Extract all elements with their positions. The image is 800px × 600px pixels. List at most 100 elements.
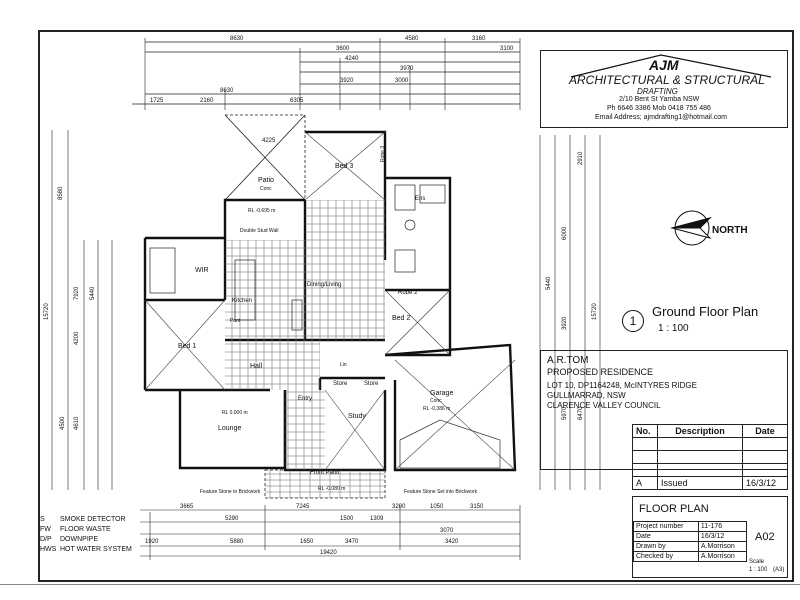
drawing-sheet-border bbox=[38, 30, 794, 582]
dim-right-9: 15720 bbox=[592, 303, 598, 320]
table-row: A Issued 16/3/12 bbox=[632, 476, 788, 490]
room-front-patio: Front Patio bbox=[310, 470, 340, 476]
firm-address: 2/10 Bent St Yamba NSW bbox=[619, 96, 700, 103]
drawn-label: Drawn by bbox=[633, 541, 699, 552]
room-pantry: Pant bbox=[230, 318, 241, 324]
dim-top-19: 6305 bbox=[290, 98, 304, 104]
dim-bottom-16: 3420 bbox=[445, 539, 459, 545]
room-front-rl: RL -0.080 m bbox=[318, 486, 345, 492]
tiled-floor-kitchen bbox=[225, 240, 305, 340]
dim-left-2: 4200 bbox=[74, 331, 80, 345]
dim-top-2: 3160 bbox=[472, 36, 486, 42]
date-label: Date bbox=[633, 531, 699, 542]
dim-bottom-5: 5290 bbox=[225, 516, 239, 522]
firm-phone: Ph 6646 3386 Mob 0418 755 486 bbox=[607, 105, 711, 112]
room-robe3: Robe 3 bbox=[380, 146, 386, 162]
room-wir: WIR bbox=[195, 267, 209, 274]
client-name: A.R.TOM bbox=[547, 355, 589, 366]
checked-value: A.Morrison bbox=[697, 551, 748, 562]
dim-bottom-15: 3470 bbox=[345, 539, 359, 545]
project-number-label: Project number bbox=[633, 521, 699, 532]
dim-bottom-4: 3150 bbox=[470, 504, 484, 510]
dim-bottom-2: 3200 bbox=[392, 504, 406, 510]
dim-top-1: 4580 bbox=[405, 36, 419, 42]
rev-header-date: Date bbox=[742, 424, 788, 438]
north-label: NORTH bbox=[712, 225, 748, 236]
room-bed3: Bed 3 bbox=[335, 163, 353, 170]
room-study: Study bbox=[348, 413, 366, 420]
dim-bottom-12: 1920 bbox=[145, 539, 159, 545]
tiled-floor-hall bbox=[225, 340, 320, 390]
drawn-value: A.Morrison bbox=[697, 541, 748, 552]
client-lot: LOT 10, DP1164248, McINTYRES RIDGE bbox=[547, 381, 697, 390]
dim-left-6: 4500 bbox=[60, 416, 66, 430]
dim-top-20: 4225 bbox=[262, 138, 276, 144]
client-locality: GULLMARRAD, NSW bbox=[547, 391, 626, 400]
firm-email: Email Address; ajmdrafting1@hotmail.com bbox=[595, 114, 727, 121]
date-value: 16/3/12 bbox=[697, 531, 748, 542]
sheet-title: FLOOR PLAN bbox=[639, 503, 709, 515]
dim-bottom-1: 7245 bbox=[296, 504, 310, 510]
room-ens: Ens bbox=[415, 196, 425, 202]
dim-bottom-7: 1500 bbox=[340, 516, 354, 522]
scale-label: Scale bbox=[749, 559, 765, 565]
firm-roof-logo-icon bbox=[570, 54, 772, 78]
dim-top-4: 3600 bbox=[336, 46, 350, 52]
dim-top-15: 1725 bbox=[150, 98, 164, 104]
revision-table: No. Description Date A Issued 16/3/12 bbox=[632, 424, 788, 490]
firm-name: AJM bbox=[649, 57, 679, 73]
dim-top-3: 3100 bbox=[500, 46, 514, 52]
tiled-floor-living bbox=[305, 200, 385, 340]
feature-note-1: Feature Stone to Brickwork bbox=[200, 489, 261, 495]
dim-right-4: 5440 bbox=[546, 276, 552, 290]
north-arrow-icon bbox=[670, 210, 712, 246]
room-robe2: Robe 2 bbox=[398, 290, 418, 296]
room-bed1: Bed 1 bbox=[178, 343, 196, 350]
sheet-size: (A3) bbox=[773, 567, 785, 573]
dim-right-8: 6470 bbox=[578, 406, 584, 420]
room-dining: Dining/Living bbox=[307, 282, 341, 288]
dim-left-0: 8580 bbox=[58, 186, 64, 200]
tiled-floor-entry bbox=[285, 390, 325, 470]
sheet-number: A02 bbox=[755, 531, 775, 543]
room-lounge: Lounge bbox=[218, 425, 241, 432]
rev-header-no: No. bbox=[632, 424, 658, 438]
room-patio-rl: RL -0.695 m bbox=[248, 208, 275, 214]
dim-left-3: 7920 bbox=[74, 286, 80, 300]
page-bottom-rule bbox=[0, 584, 800, 585]
dim-left-8: 15720 bbox=[44, 303, 50, 320]
firm-tagline: ARCHITECTURAL & STRUCTURAL bbox=[569, 73, 765, 87]
rev-no: A bbox=[632, 476, 658, 490]
dim-top-14: 8630 bbox=[220, 88, 234, 94]
dim-right-3: 6000 bbox=[562, 226, 568, 240]
front-patio-paving bbox=[264, 469, 386, 499]
dim-left-1: 5440 bbox=[90, 286, 96, 300]
plan-title-text: Ground Floor Plan bbox=[652, 304, 759, 319]
dim-right-5: 3920 bbox=[562, 316, 568, 330]
plan-scale-text: 1 : 100 bbox=[658, 323, 689, 334]
plan-number-circle: 1 bbox=[622, 310, 644, 332]
room-entry: Entry bbox=[298, 396, 312, 402]
dim-top-11: 3000 bbox=[395, 78, 409, 84]
plan-title-block: 1 Ground Floor Plan 1 : 100 bbox=[540, 296, 788, 348]
dim-bottom-13: 5880 bbox=[230, 539, 244, 545]
room-store2: Store bbox=[364, 381, 379, 387]
wall-note: Double Stud Wall bbox=[240, 228, 278, 234]
dim-bottom-9: 1309 bbox=[370, 516, 384, 522]
rev-header-desc: Description bbox=[657, 424, 743, 438]
firm-subtag: DRAFTING bbox=[637, 87, 678, 96]
room-kitchen: Kitchen bbox=[232, 298, 252, 304]
room-patio-sub: Conc bbox=[260, 186, 272, 192]
room-hall: Hall bbox=[250, 363, 263, 370]
dim-bottom-14: 1650 bbox=[300, 539, 314, 545]
room-patio: Patio bbox=[258, 177, 274, 184]
project-number: 11-176 bbox=[697, 521, 748, 532]
dim-top-0: 8630 bbox=[230, 36, 244, 42]
scale-value: 1 : 100 bbox=[749, 567, 768, 573]
checked-label: Checked by bbox=[633, 551, 699, 562]
